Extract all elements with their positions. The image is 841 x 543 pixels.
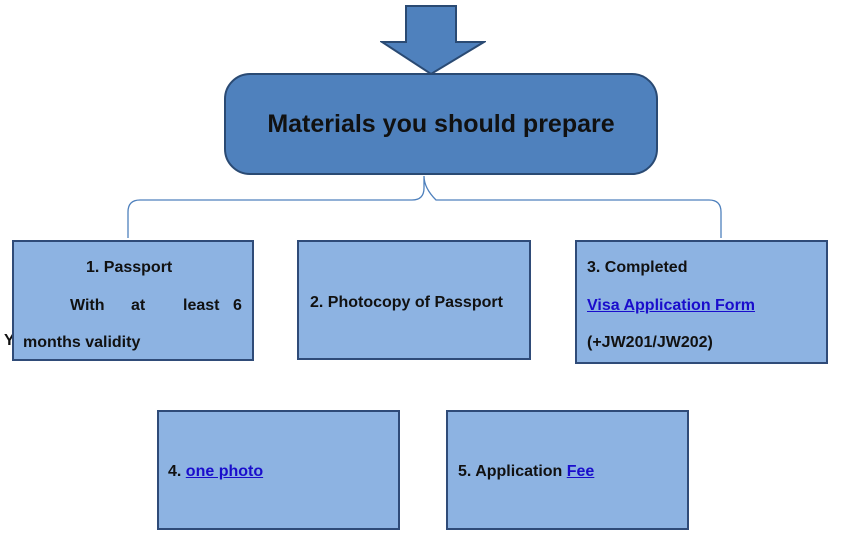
photo-box: 4. one photo (157, 410, 400, 530)
diagram-title: Materials you should prepare (267, 109, 615, 138)
one-photo-link[interactable]: one photo (185, 463, 264, 480)
fee-link[interactable]: Fee (566, 463, 595, 480)
validity-word: at (131, 297, 146, 314)
stray-character: Y (4, 332, 15, 349)
title-box: Materials you should prepare (224, 73, 658, 175)
validity-word: With (70, 297, 105, 314)
fee-prefix: 5. Application (458, 463, 567, 480)
validity-word: 6 (233, 297, 242, 314)
photo-prefix: 4. (168, 463, 186, 480)
form-heading: 3. Completed (587, 259, 688, 276)
application-form-box: 3. Completed Visa Application Form (+JW2… (575, 240, 828, 364)
photocopy-box: 2. Photocopy of Passport (297, 240, 531, 360)
fee-label: 5. Application Fee (458, 463, 594, 481)
photocopy-label: 2. Photocopy of Passport (310, 294, 503, 311)
fee-box: 5. Application Fee (446, 410, 689, 530)
photo-label: 4. one photo (168, 463, 263, 481)
visa-application-form-link[interactable]: Visa Application Form (587, 297, 756, 314)
form-codes: (+JW201/JW202) (587, 334, 713, 351)
passport-box: 1. Passport With at least 6 months valid… (12, 240, 254, 361)
passport-heading: 1. Passport (86, 259, 173, 276)
validity-word: least (183, 297, 220, 314)
validity-line: months validity (23, 334, 141, 351)
down-arrow-icon (380, 5, 486, 76)
